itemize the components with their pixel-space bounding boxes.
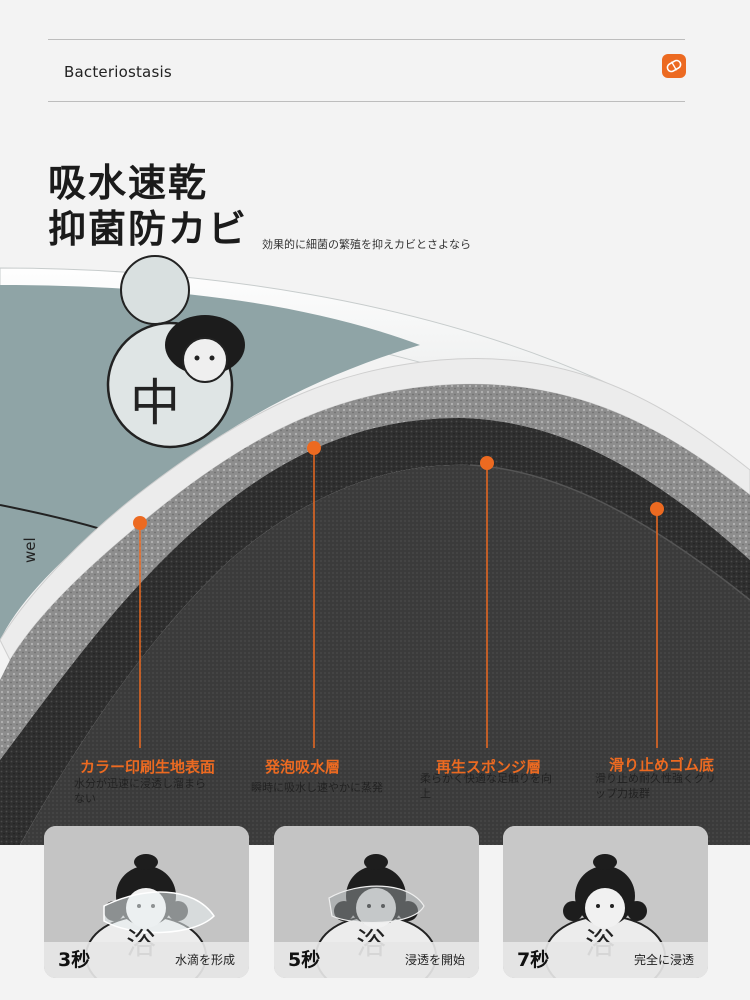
headline: 吸水速乾 抑菌防カビ (48, 160, 248, 252)
step-label: 完全に浸透 (633, 953, 694, 967)
layer-1-desc: 水分が迅速に浸透し溜まらない (74, 777, 206, 805)
step-time: 5秒 (288, 949, 321, 971)
step-time: 7秒 (517, 949, 550, 971)
rubber-base-layer (20, 464, 750, 845)
pill-icon (662, 54, 686, 78)
step-time: 3秒 (58, 949, 91, 971)
step-label: 浸透を開始 (404, 953, 465, 967)
feature-title: Bacteriostasis (64, 63, 172, 81)
layer-3-title: 再生スポンジ層 (436, 758, 542, 776)
step-label: 水滴を形成 (174, 953, 235, 967)
callout-pointer-3 (480, 456, 494, 748)
foam-absorbent-layer (0, 384, 750, 760)
layer-3-desc: 柔らかく快適な足触りを向上 (420, 772, 552, 800)
header-divider (48, 101, 685, 102)
mat-cross-section-illustration: 中 wel (0, 255, 750, 845)
svg-text:中: 中 (130, 374, 180, 432)
callout-pointer-4 (650, 502, 664, 748)
layer-2-desc: 瞬時に吸水し速やかに蒸発 (251, 781, 383, 794)
printed-surface-layer (0, 285, 420, 640)
svg-text:wel: wel (21, 537, 39, 563)
callout-pointer-1 (133, 516, 147, 748)
printed-character: 中 wel (0, 255, 245, 563)
layer-4-title: 滑り止めゴム底 (609, 756, 715, 774)
layer-1-title: カラー印刷生地表面 (80, 758, 216, 776)
headline-subtitle: 効果的に細菌の繁殖を抑えカビとさよなら (262, 238, 471, 251)
step-footer (44, 942, 249, 978)
step-card-3s: 浴 3秒 水滴を形成 (44, 826, 249, 978)
headline-line-2: 抑菌防カビ (48, 207, 249, 251)
callout-pointer-2 (307, 441, 321, 748)
step-footer (503, 942, 708, 978)
step-card-5s: 浴 5秒 浸透を開始 (274, 826, 479, 978)
layer-2-title: 発泡吸水層 (265, 758, 341, 776)
headline-line-1: 吸水速乾 (48, 161, 209, 205)
step-footer (274, 942, 479, 978)
layer-4-desc: 滑り止め耐久性強くグリップ力抜群 (595, 772, 716, 800)
step-card-7s: 浴 7秒 完全に浸透 (503, 826, 708, 978)
sponge-layer (0, 418, 750, 845)
top-divider (48, 39, 685, 40)
